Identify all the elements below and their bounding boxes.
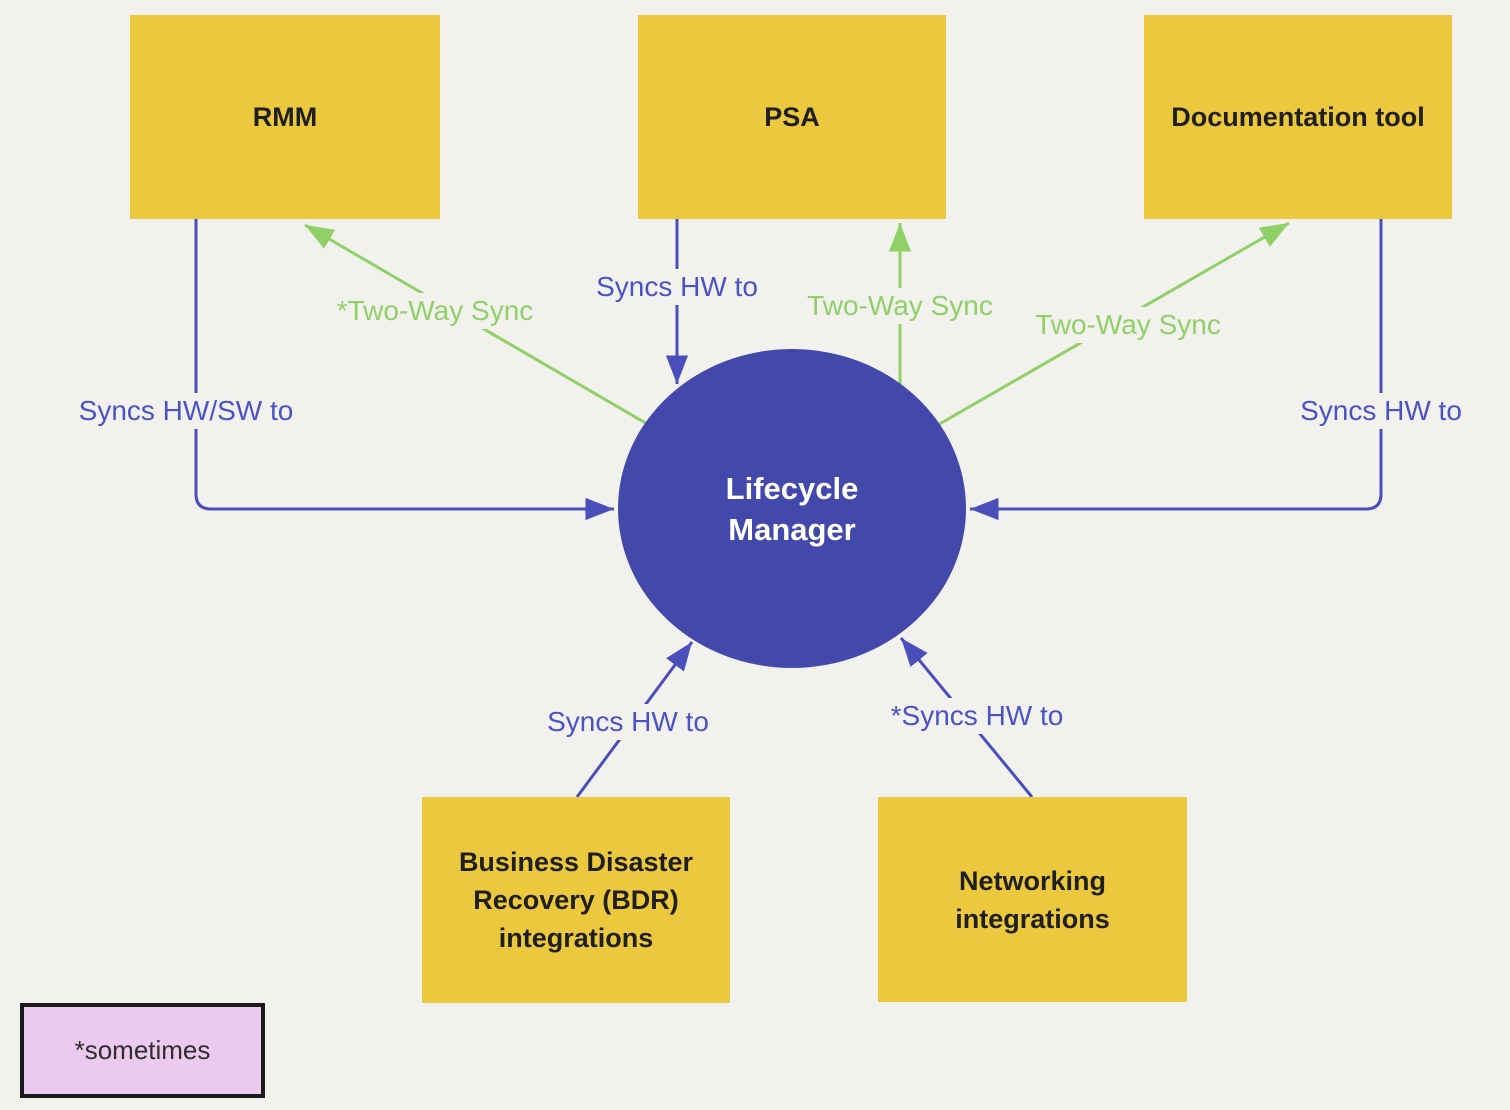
node-bdr-integrations: Business Disaster Recovery (BDR) integra… [422,797,730,1003]
node-psa-label: PSA [764,102,820,132]
node-rmm-label: RMM [252,102,318,132]
node-bdr-integrations-label: Business Disaster Recovery (BDR) integra… [458,847,694,953]
node-networking-integrations: Networking integrations [878,797,1187,1002]
edge-label-hub-to-documentation: Two-Way Sync [1029,307,1227,343]
edge-label-networking-to-hub: *Syncs HW to [884,698,1070,734]
hub-lifecycle-manager: Lifecycle Manager [618,349,966,668]
edge-rmm-to-hub-line [194,219,614,521]
legend-box: *sometimes [20,1003,265,1098]
edge-label-hub-to-psa: Two-Way Sync [801,288,999,324]
edge-label-bdr-to-hub: Syncs HW to [541,704,715,740]
node-psa: PSA [638,15,946,219]
node-documentation-tool: Documentation tool [1144,15,1452,219]
hub-lifecycle-manager-label: Lifecycle Manager [725,470,859,547]
edge-label-psa-to-hub: Syncs HW to [590,269,764,305]
edge-label-documentation-to-hub: Syncs HW to [1294,393,1468,429]
edge-documentation-to-hub-line [970,219,1383,521]
legend-label: *sometimes [74,1035,211,1065]
node-rmm: RMM [130,15,440,219]
edge-label-rmm-to-hub: Syncs HW/SW to [72,393,300,429]
edge-label-hub-to-rmm: *Two-Way Sync [330,293,540,329]
node-documentation-tool-label: Documentation tool [1171,102,1425,132]
node-networking-integrations-label: Networking integrations [955,865,1110,934]
